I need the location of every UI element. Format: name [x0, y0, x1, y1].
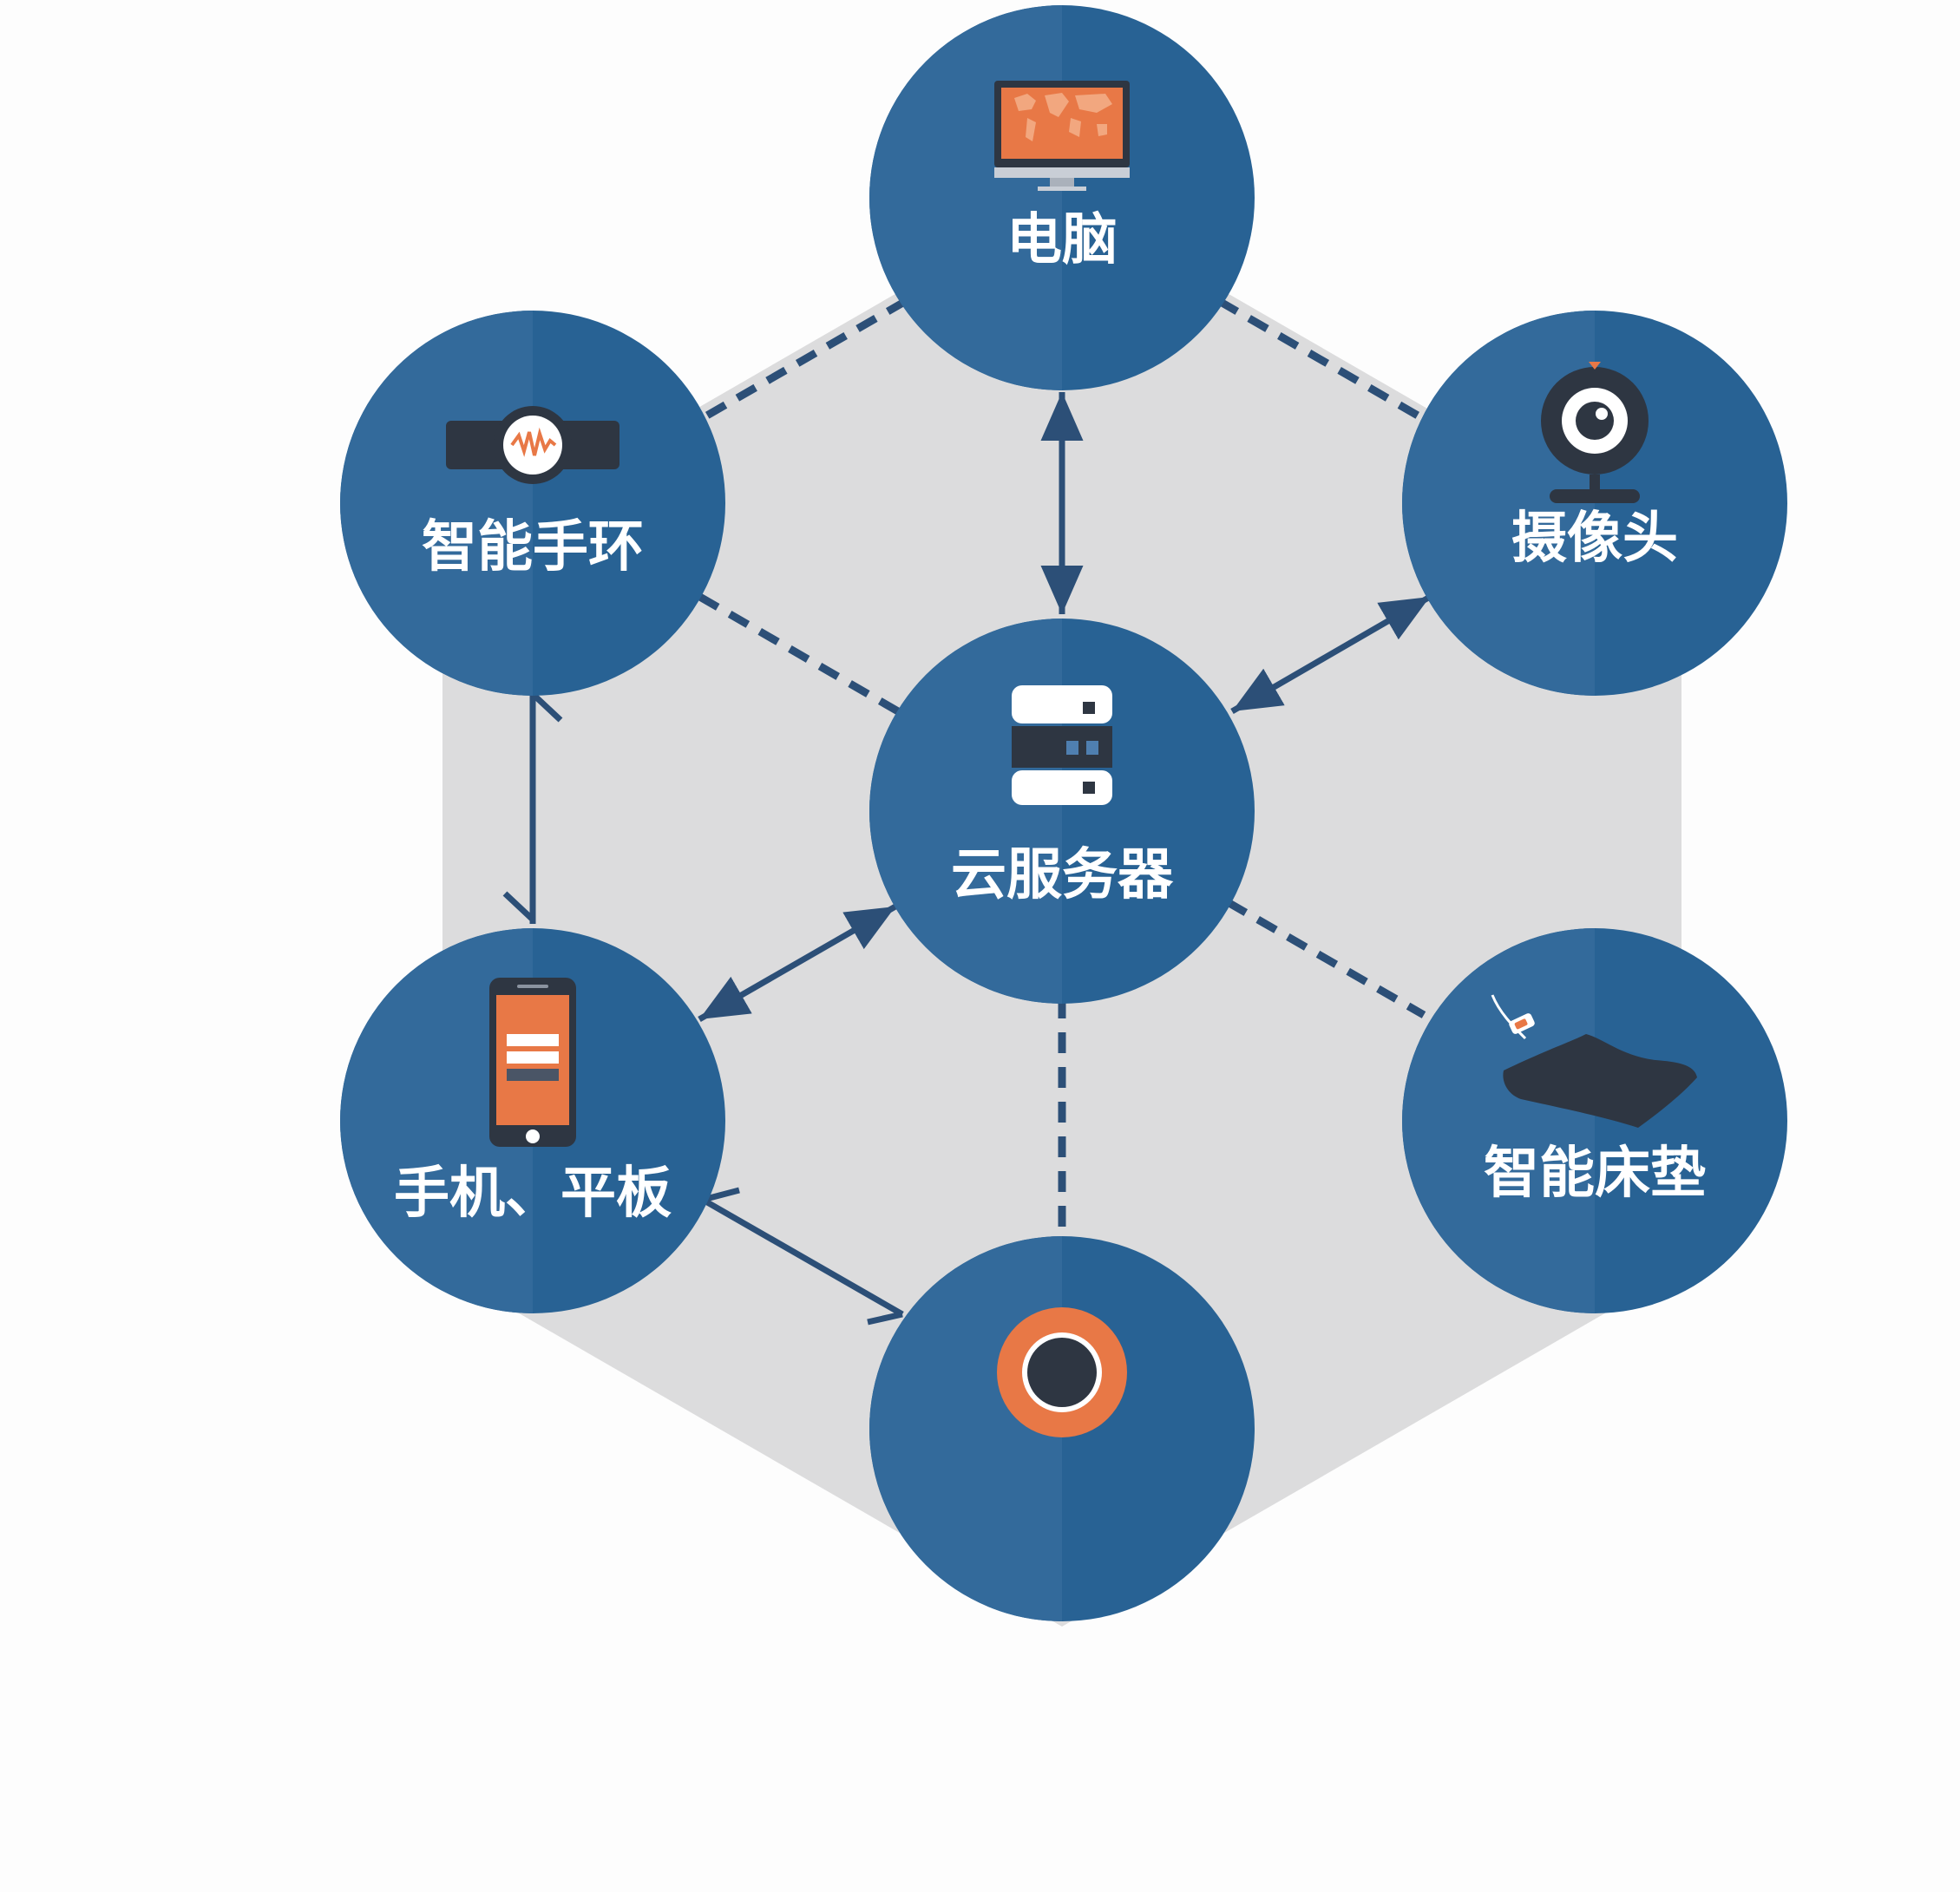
- node-phone-label: 手机、平板: [394, 1162, 672, 1226]
- node-computer: 电脑: [869, 5, 1255, 390]
- link-band-phone: [502, 690, 563, 924]
- node-server-label: 云服务器: [951, 843, 1174, 907]
- monitor-icon: [994, 81, 1130, 191]
- node-computer-label: 电脑: [1006, 208, 1118, 272]
- node-camera-label: 摄像头: [1511, 507, 1678, 571]
- mattress-icon: [1491, 994, 1697, 1128]
- connector-layer: [502, 298, 1432, 1326]
- button-sensor-icon: [997, 1307, 1127, 1437]
- node-band-label: 智能手环: [422, 515, 644, 579]
- wristband-icon: [446, 406, 619, 484]
- node-mattress-left-half: [1402, 928, 1595, 1313]
- server-icon: [1012, 685, 1112, 805]
- link-server-camera: [1230, 593, 1432, 715]
- node-phone: 手机、平板: [340, 928, 725, 1313]
- node-mattress: 智能床垫: [1402, 928, 1787, 1313]
- node-camera: 摄像头: [1402, 311, 1787, 696]
- node-band: 智能手环: [340, 311, 725, 696]
- link-computer-band: [703, 298, 908, 420]
- node-band-left-half: [340, 311, 533, 696]
- link-computer-camera: [1216, 298, 1426, 422]
- node-hub: [869, 1236, 1255, 1621]
- link-server-mattress: [1225, 899, 1426, 1018]
- smartphone-icon: [489, 978, 576, 1147]
- node-mattress-label: 智能床垫: [1484, 1142, 1706, 1206]
- node-server: 云服务器: [869, 619, 1255, 1004]
- node-phone-left-half: [340, 928, 533, 1313]
- link-server-band: [696, 592, 901, 715]
- webcam-icon: [1541, 362, 1649, 503]
- link-server-phone: [698, 903, 897, 1023]
